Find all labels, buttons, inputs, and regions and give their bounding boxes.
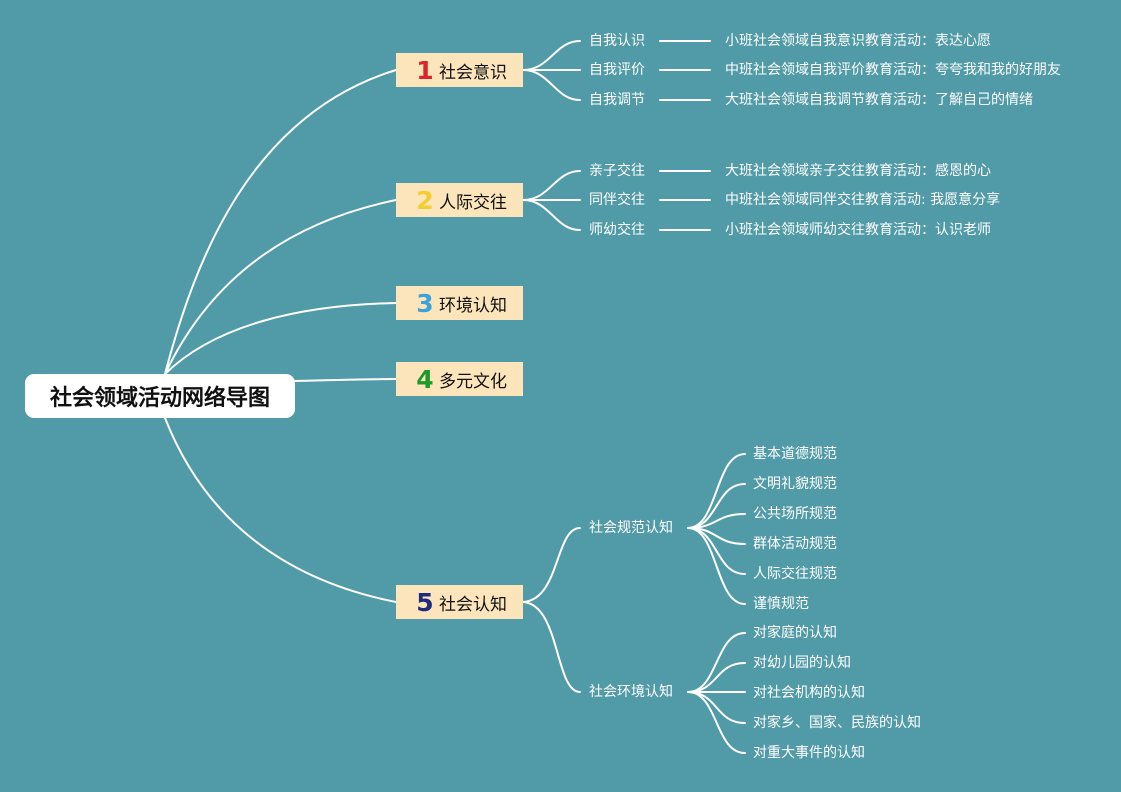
norm-item[interactable]: 文明礼貌规范 — [753, 476, 837, 492]
connector-topic-5-sub-1 — [522, 527, 581, 603]
root-node[interactable]: 社会领域活动网络导图 — [25, 374, 295, 418]
topic-node-5[interactable]: 5 社会认知 — [396, 585, 523, 619]
connector-topic-5-sub-2 — [522, 601, 581, 693]
environment-item[interactable]: 对家乡、国家、民族的认知 — [753, 715, 921, 731]
connector-env-leaf-5 — [687, 691, 746, 754]
connector-root-topic-1 — [164, 69, 397, 375]
subtopic-peer[interactable]: 同伴交往 — [589, 192, 645, 208]
connector-root-topic-5 — [164, 417, 397, 603]
topic-label-1: 社会意识 — [439, 62, 507, 83]
topic-label-3: 环境认知 — [439, 295, 507, 316]
activity-parent-child[interactable]: 大班社会领域亲子交往教育活动：感恩的心 — [725, 163, 991, 179]
activity-self-evaluation[interactable]: 中班社会领域自我评价教育活动：夸夸我和我的好朋友 — [725, 62, 1061, 78]
connector-norm-leaf-6 — [687, 527, 746, 605]
connector-norm-leaf-2 — [687, 483, 746, 529]
norm-item[interactable]: 群体活动规范 — [753, 536, 837, 552]
activity-peer[interactable]: 中班社会领域同伴交往教育活动: 我愿意分享 — [725, 192, 1001, 208]
connector-root-topic-4 — [294, 378, 397, 382]
subtopic-parent-child[interactable]: 亲子交往 — [589, 163, 645, 179]
connector-root-topic-3 — [164, 302, 397, 375]
activity-self-regulation[interactable]: 大班社会领域自我调节教育活动：了解自己的情绪 — [725, 92, 1033, 108]
activity-self-awareness[interactable]: 小班社会领域自我意识教育活动：表达心愿 — [725, 33, 991, 49]
connector-norm-leaf-1 — [687, 453, 746, 529]
root-node-label: 社会领域活动网络导图 — [49, 386, 270, 411]
connector-env-leaf-2 — [687, 662, 746, 693]
norm-item[interactable]: 基本道德规范 — [753, 446, 837, 462]
topic-number-2: 2 — [416, 185, 434, 215]
environment-item[interactable]: 对家庭的认知 — [753, 625, 837, 641]
topic-number-4: 4 — [416, 364, 434, 394]
topic-label-4: 多元文化 — [439, 371, 507, 392]
subtopic-self-regulation[interactable]: 自我调节 — [589, 92, 645, 108]
connector-topic-2-sub-1 — [522, 170, 581, 201]
environment-item[interactable]: 对幼儿园的认知 — [753, 655, 851, 671]
subtopic-self-evaluation[interactable]: 自我评价 — [589, 62, 645, 78]
connector-topic-1-sub-3 — [522, 69, 581, 101]
topic-node-4[interactable]: 4 多元文化 — [396, 362, 523, 396]
norm-item[interactable]: 公共场所规范 — [753, 506, 837, 522]
topic-label-2: 人际交往 — [439, 192, 507, 213]
topic-label-5: 社会认知 — [439, 594, 507, 615]
connector-root-topic-2 — [164, 199, 397, 375]
subtopic-self-awareness[interactable]: 自我认识 — [589, 33, 645, 49]
environment-item[interactable]: 对社会机构的认知 — [753, 685, 865, 701]
subtopic-teacher-child[interactable]: 师幼交往 — [589, 222, 645, 238]
connector-topic-2-sub-3 — [522, 199, 581, 231]
norm-item[interactable]: 谨慎规范 — [753, 596, 809, 612]
norm-item[interactable]: 人际交往规范 — [753, 566, 837, 582]
topic-node-1[interactable]: 1 社会意识 — [396, 53, 523, 87]
topic-node-2[interactable]: 2 人际交往 — [396, 183, 523, 217]
topic-number-1: 1 — [416, 55, 434, 85]
environment-item[interactable]: 对重大事件的认知 — [753, 745, 865, 761]
activity-teacher-child[interactable]: 小班社会领域师幼交往教育活动：认识老师 — [725, 222, 991, 238]
topic-number-5: 5 — [416, 587, 434, 617]
topic-node-3[interactable]: 3 环境认知 — [396, 286, 523, 320]
connector-topic-1-sub-1 — [522, 40, 581, 71]
connector-env-leaf-1 — [687, 632, 746, 693]
connector-env-leaf-4 — [687, 691, 746, 724]
topic-number-3: 3 — [416, 288, 434, 318]
subtopic-social-environment[interactable]: 社会环境认知 — [589, 684, 673, 700]
subtopic-social-norms[interactable]: 社会规范认知 — [589, 520, 673, 536]
